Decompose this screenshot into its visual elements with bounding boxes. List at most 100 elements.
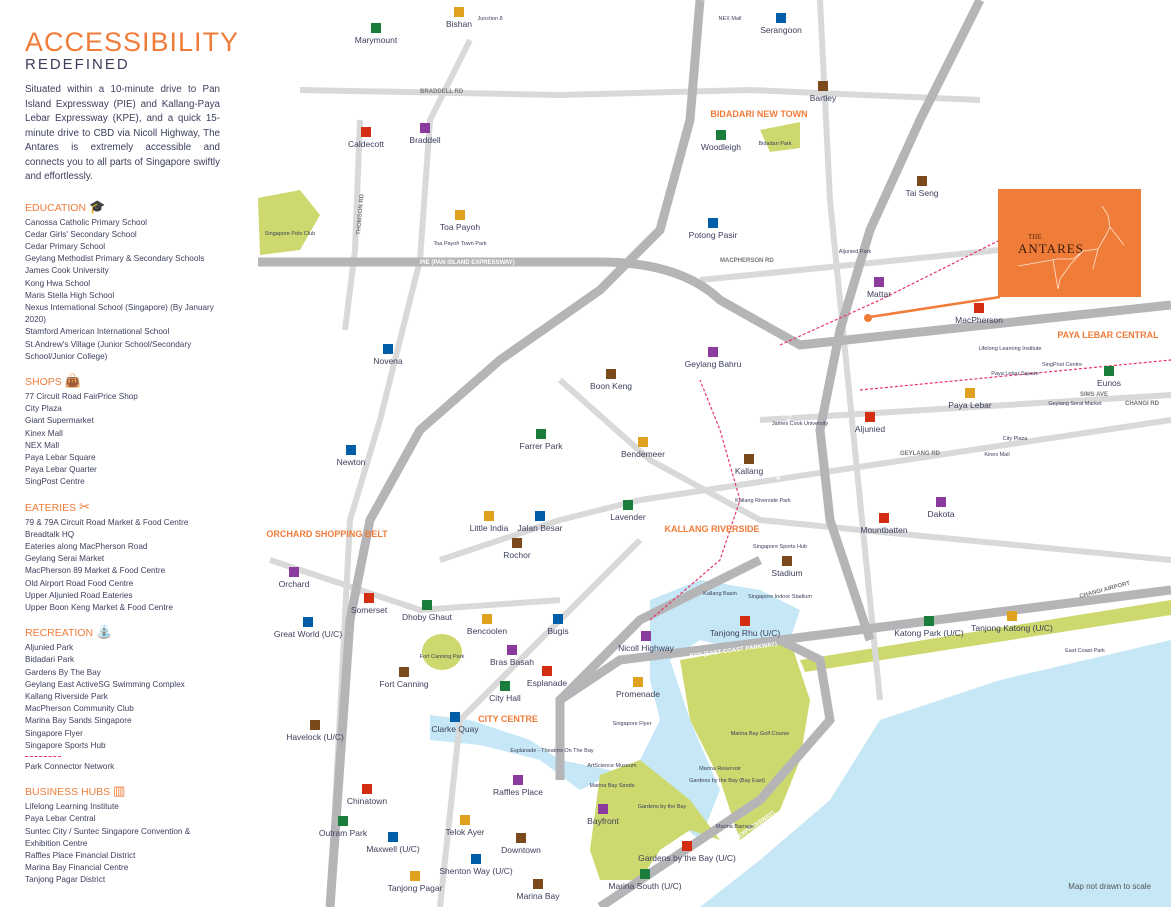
station-label: Katong Park (U/C) xyxy=(894,628,964,638)
station-label: Fort Canning xyxy=(379,679,428,689)
mrt-station[interactable]: Kallang xyxy=(735,454,764,476)
mrt-station[interactable]: Katong Park (U/C) xyxy=(894,616,964,638)
mrt-station[interactable]: Eunos xyxy=(1097,366,1121,388)
mrt-station[interactable]: Newton xyxy=(337,445,366,467)
mrt-station[interactable]: Jalan Besar xyxy=(518,511,563,533)
mrt-station[interactable]: Potong Pasir xyxy=(689,218,738,240)
mrt-station[interactable]: Tanjong Rhu (U/C) xyxy=(710,616,781,638)
station-label: Bartley xyxy=(810,93,837,103)
mrt-icon xyxy=(361,127,371,137)
mrt-station[interactable]: Tai Seng xyxy=(905,176,939,198)
mrt-station[interactable]: Outram Park xyxy=(319,816,368,838)
poi-label: Aljunied Park xyxy=(839,249,872,255)
mrt-station[interactable]: Geylang Bahru xyxy=(685,347,742,369)
mrt-station[interactable]: Bartley xyxy=(810,81,837,103)
mrt-station[interactable]: Raffles Place xyxy=(493,775,543,797)
mrt-station[interactable]: Aljunied xyxy=(855,412,886,434)
the-antares-logo: THE ANTARES xyxy=(998,189,1141,297)
mrt-station[interactable]: Somerset xyxy=(351,593,388,615)
mrt-icon xyxy=(542,666,552,676)
legend-section: BUSINESS HUBS ▥ Lifelong Learning Institu… xyxy=(25,783,220,886)
station-label: Chinatown xyxy=(347,796,387,806)
mrt-icon xyxy=(455,210,465,220)
mrt-icon xyxy=(1104,366,1114,376)
mrt-station[interactable]: Bencoolen xyxy=(467,614,507,636)
mrt-station[interactable]: Chinatown xyxy=(347,784,387,806)
legend-item: Old Airport Road Food Centre xyxy=(25,578,134,588)
mrt-station[interactable]: Orchard xyxy=(279,567,310,589)
mrt-station[interactable]: Serangoon xyxy=(760,13,802,35)
mrt-station[interactable]: Little India xyxy=(470,511,509,533)
legend-item: Tanjong Pagar District xyxy=(25,875,106,885)
mrt-station[interactable]: Marina South (U/C) xyxy=(608,869,682,891)
mrt-station[interactable]: Esplanade xyxy=(527,666,567,688)
mrt-station[interactable]: Clarke Quay xyxy=(431,712,479,734)
road-label: PIE (PAN ISLAND EXPRESSWAY) xyxy=(420,260,515,266)
mrt-icon xyxy=(422,600,432,610)
mrt-station[interactable]: Bayfront xyxy=(587,804,619,826)
gardens-by-the-bay xyxy=(590,760,720,880)
mrt-station[interactable]: Boon Keng xyxy=(590,369,632,391)
park-connector-label: Park Connector Network xyxy=(25,762,115,772)
mrt-icon xyxy=(606,369,616,379)
mrt-station[interactable]: Tanjong Pagar xyxy=(388,871,443,893)
graduation-cap-icon: 🎓 xyxy=(88,198,106,214)
station-label: Lavender xyxy=(610,512,646,522)
scale-note: Map not drawn to scale xyxy=(1068,882,1151,891)
mrt-station[interactable]: Fort Canning xyxy=(379,667,429,689)
mrt-station[interactable]: Farrer Park xyxy=(520,429,564,451)
mrt-station[interactable]: Tanjong Katong (U/C) xyxy=(971,611,1053,633)
mrt-station[interactable]: Braddell xyxy=(409,123,441,145)
mrt-station[interactable]: Novena xyxy=(373,344,403,366)
mrt-station[interactable]: Woodleigh xyxy=(701,130,741,152)
legend-item: Kinex Mall xyxy=(25,428,63,438)
legend-item: Lifelong Learning Institute xyxy=(25,802,119,812)
station-label: Boon Keng xyxy=(590,381,632,391)
poi-label: Kallang Basin xyxy=(703,591,737,597)
mrt-station[interactable]: Dhoby Ghaut xyxy=(402,600,453,622)
mrt-station[interactable]: Toa Payoh xyxy=(440,210,480,232)
station-label: Geylang Bahru xyxy=(685,359,742,369)
mrt-station[interactable]: Rochor xyxy=(503,538,531,560)
mrt-station[interactable]: Stadium xyxy=(771,556,803,578)
mrt-station[interactable]: Telok Ayer xyxy=(445,815,485,837)
mrt-station[interactable]: Lavender xyxy=(610,500,646,522)
station-label: Bishan xyxy=(446,19,472,29)
mrt-station[interactable]: Bugis xyxy=(547,614,569,636)
mrt-station[interactable]: Great World (U/C) xyxy=(274,617,342,639)
poi-label: East Coast Park xyxy=(1065,648,1105,654)
mrt-station[interactable]: Bendemeer xyxy=(621,437,665,459)
station-label: Marina Bay xyxy=(517,891,561,901)
poi-label: Geylang Serai Market xyxy=(1048,401,1102,407)
poi-label: Bidadari Park xyxy=(758,141,791,147)
mrt-station[interactable]: Nicoll Highway xyxy=(618,631,675,653)
mrt-station[interactable]: Downtown xyxy=(501,833,541,855)
mrt-station[interactable]: MacPherson xyxy=(955,303,1003,325)
mrt-station[interactable]: Paya Lebar xyxy=(948,388,992,410)
mrt-station[interactable]: Marina Bay xyxy=(517,879,561,901)
poi-label: City Plaza xyxy=(1003,436,1029,442)
station-label: Havelock (U/C) xyxy=(286,732,344,742)
legend-item: St.Andrew's Village (Junior School/Secon… xyxy=(25,339,192,361)
mrt-station[interactable]: City Hall xyxy=(489,681,521,703)
mrt-station[interactable]: Havelock (U/C) xyxy=(286,720,344,742)
mrt-station[interactable]: Marymount xyxy=(355,23,398,45)
mrt-station[interactable]: Mattar xyxy=(867,277,891,299)
mrt-station[interactable]: Shenton Way (U/C) xyxy=(439,854,513,876)
mrt-station[interactable]: Promenade xyxy=(616,677,660,699)
road-label: SIMS AVE xyxy=(1080,392,1108,398)
mrt-station[interactable]: Maxwell (U/C) xyxy=(366,832,420,854)
mrt-station[interactable]: Gardens by the Bay (U/C) xyxy=(638,841,736,863)
mrt-station[interactable]: Bras Basah xyxy=(490,645,534,667)
poi-label: Kallang Riverside Park xyxy=(735,498,791,504)
station-label: Kallang xyxy=(735,466,764,476)
mrt-station[interactable]: Bishan xyxy=(446,7,472,29)
mrt-station[interactable]: Mountbatten xyxy=(860,513,908,535)
legend-item: Stamford American International School xyxy=(25,327,170,337)
legend-section: EATERIES ✂79 & 79A Circuit Road Market &… xyxy=(25,499,220,615)
mrt-station[interactable]: Dakota xyxy=(928,497,955,519)
map[interactable]: PIE (PAN ISLAND EXPRESSWAY) CTE (CENTRAL… xyxy=(255,0,1171,907)
mrt-station[interactable]: Caldecott xyxy=(348,127,385,149)
mrt-icon xyxy=(708,218,718,228)
section-title: BUSINESS HUBS ▥ xyxy=(25,783,220,799)
